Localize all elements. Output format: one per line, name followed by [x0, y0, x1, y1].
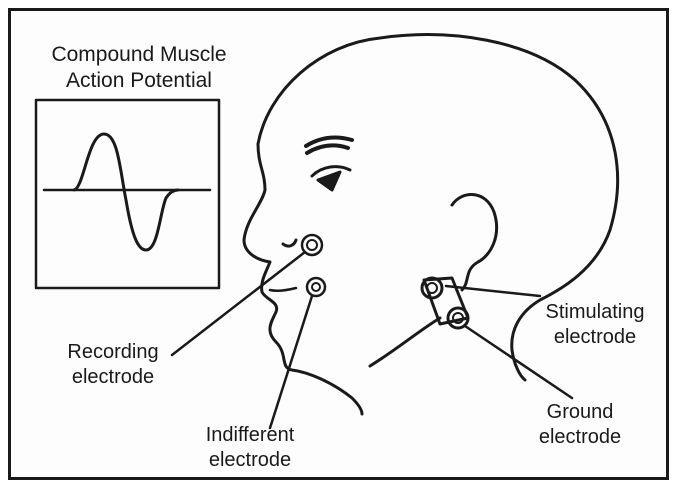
cmap-title-line1: Compound Muscle — [14, 42, 264, 68]
stimulating-electrode-label: Stimulating electrode — [525, 300, 665, 350]
lips — [270, 288, 296, 291]
indifferent-label-line2: electrode — [180, 448, 320, 473]
stimulating-label-line2: electrode — [525, 325, 665, 350]
indifferent-electrode — [307, 278, 325, 296]
recording-electrode-center — [307, 240, 317, 250]
recording-label-line2: electrode — [38, 365, 188, 390]
ear — [452, 195, 497, 290]
recording-leader — [172, 252, 305, 355]
ground-label-line2: electrode — [510, 425, 650, 450]
cmap-title-line2: Action Potential — [14, 68, 264, 94]
cmap-title: Compound Muscle Action Potential — [14, 42, 264, 94]
face-profile — [244, 144, 362, 414]
eyebrow — [306, 138, 352, 153]
cmap-box — [36, 100, 219, 288]
jaw-line — [370, 318, 440, 366]
cmap-waveform — [74, 134, 178, 250]
eye — [318, 172, 340, 190]
ground-label-line1: Ground — [510, 400, 650, 425]
indifferent-electrode-label: Indifferent electrode — [180, 423, 320, 473]
indifferent-label-line1: Indifferent — [180, 423, 320, 448]
recording-electrode-label: Recording electrode — [38, 340, 188, 390]
recording-label-line1: Recording — [38, 340, 188, 365]
stimulating-label-line1: Stimulating — [525, 300, 665, 325]
nostril — [283, 240, 296, 246]
ground-electrode-label: Ground electrode — [510, 400, 650, 450]
indifferent-leader — [270, 296, 312, 428]
indifferent-electrode-center — [312, 283, 320, 291]
